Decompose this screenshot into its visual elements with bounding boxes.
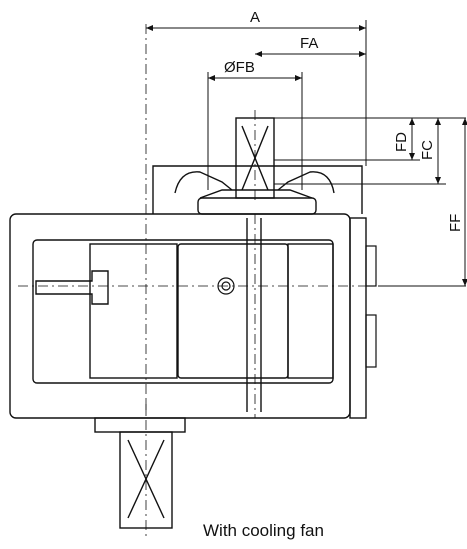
output-mount bbox=[152, 110, 363, 215]
caption: With cooling fan bbox=[203, 521, 324, 540]
dim-label-ff: FF bbox=[447, 214, 464, 232]
dim-label-fc: FC bbox=[419, 140, 436, 160]
cooling-fan bbox=[365, 245, 377, 368]
centerlines bbox=[18, 24, 378, 418]
dim-label-fd: FD bbox=[393, 132, 410, 152]
dimension-lines bbox=[146, 20, 467, 287]
dim-label-fa: FA bbox=[300, 35, 318, 52]
dim-label-a: A bbox=[250, 9, 260, 26]
input-shaft bbox=[94, 400, 186, 540]
center-cover bbox=[89, 218, 334, 412]
dim-label-fb: ØFB bbox=[224, 59, 255, 76]
center-bolt bbox=[217, 277, 235, 295]
